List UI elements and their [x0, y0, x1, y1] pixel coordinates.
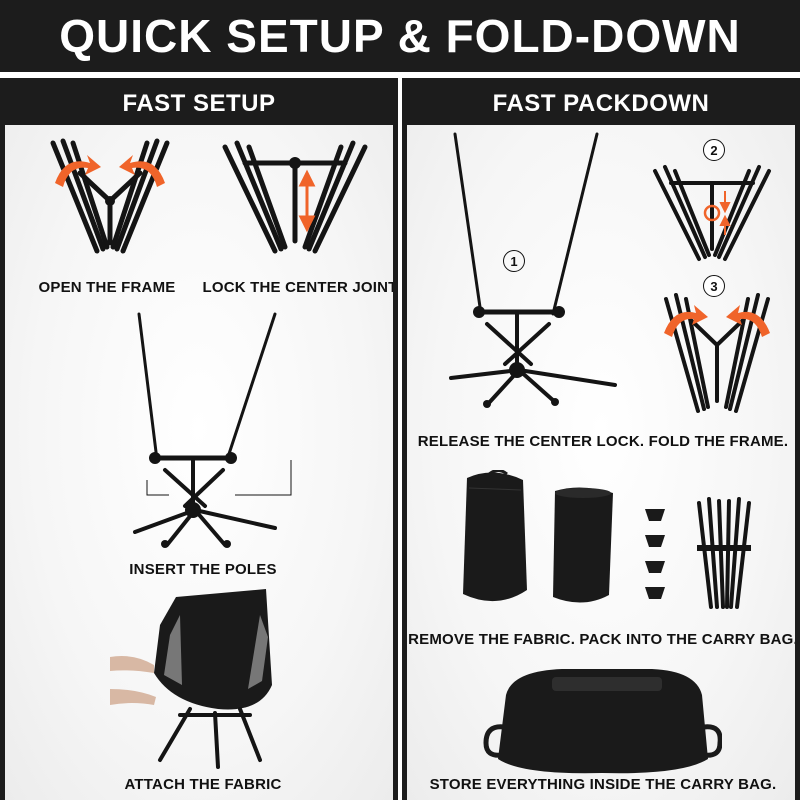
- insert-poles-image: [133, 312, 292, 548]
- chair-feet-image: [645, 509, 665, 599]
- carry-bag-image: [483, 669, 722, 774]
- attach-fabric-image: [110, 589, 272, 769]
- fabric-bag-image: [463, 470, 527, 602]
- folded-frame-open-image: [50, 138, 170, 254]
- lock-center-joint-image: [222, 140, 368, 254]
- step-remove-fabric-caption: REMOVE THE FABRIC. PACK INTO THE CARRY B…: [408, 631, 798, 648]
- step-attach-fabric-caption: ATTACH THE FABRIC: [124, 776, 282, 793]
- fast-packdown-panel: FAST PACKDOWN 1: [402, 78, 800, 800]
- step-open-frame-caption: OPEN THE FRAME: [38, 279, 176, 296]
- fast-setup-body: OPEN THE FRAME LOCK THE CENTER JOINT: [5, 125, 393, 800]
- fast-setup-header: FAST SETUP: [5, 83, 393, 125]
- folded-frame-bundle-image: [697, 497, 751, 609]
- pole-frame-image: [449, 132, 617, 408]
- step-marker-two: 2: [703, 139, 725, 161]
- step-release-fold-caption: RELEASE THE CENTER LOCK. FOLD THE FRAME.: [417, 433, 789, 450]
- step-lock-center-joint-caption: LOCK THE CENTER JOINT: [202, 279, 398, 296]
- center-lock-release-image: [653, 165, 771, 261]
- step-marker-one: 1: [503, 250, 525, 272]
- step-insert-poles-caption: INSERT THE POLES: [129, 561, 277, 578]
- pole-bag-image: [553, 487, 613, 603]
- page-title: QUICK SETUP & FOLD-DOWN: [0, 0, 800, 72]
- step-marker-three: 3: [703, 275, 725, 297]
- fast-packdown-body: 1 2: [407, 125, 795, 800]
- step-store-caption: STORE EVERYTHING INSIDE THE CARRY BAG.: [429, 776, 777, 793]
- fold-frame-image: [664, 293, 770, 413]
- fast-packdown-header: FAST PACKDOWN: [407, 83, 795, 125]
- fast-setup-panel: FAST SETUP: [0, 78, 398, 800]
